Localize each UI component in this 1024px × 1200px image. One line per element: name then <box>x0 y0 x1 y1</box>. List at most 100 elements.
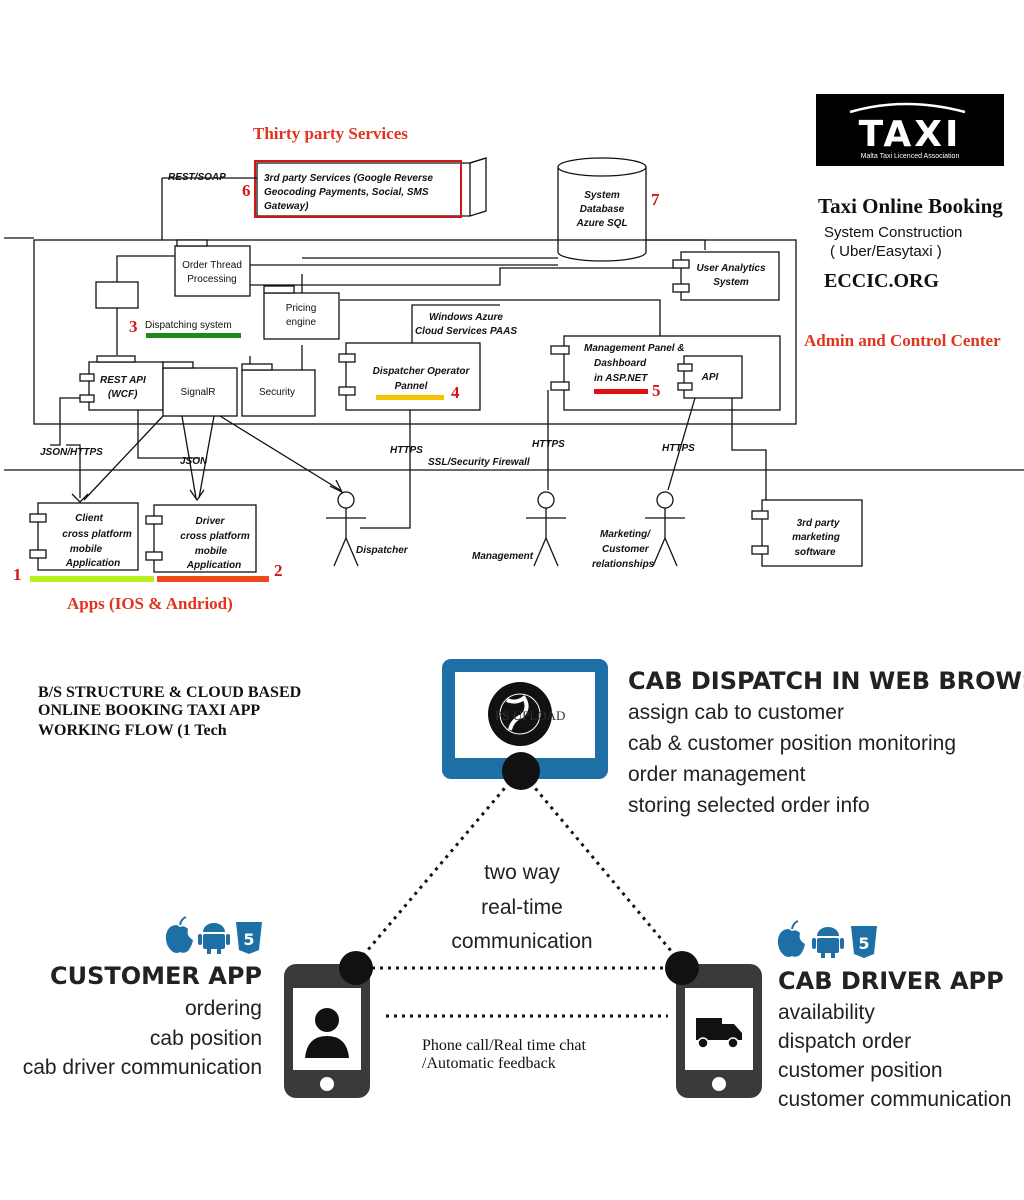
driver-line: Application <box>186 560 241 571</box>
user-analytics-box: User Analytics System <box>672 251 780 301</box>
apple-icon <box>777 920 805 957</box>
client-app-box: Client cross platform mobile Application <box>29 502 139 571</box>
dispatcher-actor-label: Dispatcher <box>356 545 409 556</box>
management-line: Management Panel & <box>584 343 685 354</box>
marketing-sw-line: software <box>794 547 836 558</box>
db-line: System <box>584 190 620 201</box>
center-line: two way <box>484 861 560 884</box>
driver-line: Driver <box>196 516 226 527</box>
driver-phone-icon <box>665 951 762 1098</box>
rest-api-line: (WCF) <box>108 389 138 400</box>
driver-app-box: Driver cross platform mobile Application <box>145 504 257 573</box>
num-3: 3 <box>129 317 138 336</box>
third-party-box: 3rd party Services (Google Reverse Geoco… <box>254 157 487 218</box>
api-label: API <box>701 372 719 383</box>
client-underline <box>30 576 154 582</box>
num-5: 5 <box>652 381 661 400</box>
third-party-title: Thirty party Services <box>253 124 408 143</box>
marketing-actor-label: Marketing/ <box>600 529 651 540</box>
client-line: Client <box>75 513 103 524</box>
num-1: 1 <box>13 565 22 584</box>
third-party-line: Gateway) <box>264 201 309 212</box>
signalr-box: SignalR <box>162 361 238 417</box>
order-thread-line: Order Thread <box>182 260 242 271</box>
header-site: ECCIC.ORG <box>824 270 939 292</box>
management-underline <box>594 389 648 394</box>
apps-title: Apps (IOS & Andriod) <box>67 594 233 613</box>
web-item: cab & customer position monitoring <box>628 732 956 755</box>
web-item: assign cab to customer <box>628 701 844 724</box>
taxi-logo: TAXI Malta Taxi Licenced Association <box>816 94 1004 166</box>
bs-title-line: ONLINE BOOKING TAXI APP <box>38 702 260 719</box>
header-line2: ( Uber/Easytaxi ) <box>830 243 942 260</box>
system-frame <box>33 239 797 425</box>
header-line1: System Construction <box>824 224 962 241</box>
db-line: Database <box>580 204 625 215</box>
marketing-software-box: 3rd party marketing software <box>751 499 863 567</box>
browser-monitor-icon: PS UPLOAD <box>442 659 608 790</box>
html5-icon: 5 <box>851 926 877 958</box>
api-box <box>683 355 743 399</box>
management-actor-label: Management <box>472 551 534 562</box>
android-icon <box>198 923 230 954</box>
https-label: HTTPS <box>532 439 565 450</box>
logo-word: TAXI <box>859 114 962 155</box>
marketing-actor-label: relationships <box>592 559 655 570</box>
db-line: Azure SQL <box>575 218 627 229</box>
https-label: HTTPS <box>662 443 695 454</box>
dispatching-label: Dispatching system <box>145 320 232 331</box>
num-4: 4 <box>451 383 460 402</box>
svg-text:5: 5 <box>243 930 254 949</box>
driver-title: CAB DRIVER APP <box>778 967 1004 995</box>
num-2: 2 <box>274 561 283 580</box>
dispatcher-underline <box>376 395 444 400</box>
android-icon <box>812 927 844 958</box>
customer-item: ordering <box>185 997 262 1020</box>
rest-api-line: REST API <box>100 375 146 386</box>
rest-api-box: REST API (WCF) <box>79 355 164 411</box>
management-line: in ASP.NET <box>594 373 648 384</box>
dispatcher-panel-box: Dispatcher Operator Pannel <box>338 342 481 411</box>
component-box <box>95 281 139 309</box>
dispatching-underline <box>146 333 241 338</box>
driver-item: customer communication <box>778 1088 1011 1111</box>
client-line: cross platform <box>62 529 132 540</box>
signalr-label: SignalR <box>180 387 215 398</box>
driver-item: dispatch order <box>778 1030 911 1053</box>
svg-text:5: 5 <box>858 934 869 953</box>
json-https-label: JSON/HTTPS <box>40 447 103 458</box>
customer-item: cab driver communication <box>23 1056 262 1079</box>
order-thread-box: Order Thread Processing <box>174 239 251 297</box>
driver-underline <box>157 576 269 582</box>
pricing-line: engine <box>286 317 316 328</box>
driver-item: availability <box>778 1001 875 1024</box>
marketing-sw-line: marketing <box>792 532 840 543</box>
dispatcher-actor-icon <box>326 491 366 567</box>
dispatcher-panel-line: Pannel <box>395 381 428 392</box>
web-item: storing selected order info <box>628 794 870 817</box>
center-line: real-time <box>481 896 563 919</box>
marketing-sw-line: 3rd party <box>797 518 840 529</box>
third-party-line: Geocoding Payments, Social, SMS <box>264 187 429 198</box>
web-item: order management <box>628 763 806 786</box>
customer-title: CUSTOMER APP <box>50 962 262 990</box>
management-actor-icon <box>526 491 566 567</box>
bs-title-line: WORKING FLOW (1 Tech <box>38 722 227 739</box>
admin-title: Admin and Control Center <box>804 331 1001 350</box>
phone-call-line-1: Phone call/Real time chat <box>422 1037 587 1054</box>
phone-call-line-2: /Automatic feedback <box>422 1055 556 1072</box>
management-panel-box: Management Panel & Dashboard in ASP.NET … <box>550 335 781 411</box>
client-line: Application <box>65 558 120 569</box>
driver-item: customer position <box>778 1059 943 1082</box>
json-label: JSON <box>180 456 208 467</box>
html5-icon: 5 <box>236 922 262 954</box>
management-line: Dashboard <box>594 358 647 369</box>
customer-item: cab position <box>150 1027 262 1050</box>
security-label: Security <box>259 387 295 398</box>
pricing-line: Pricing <box>286 303 317 314</box>
header-title: Taxi Online Booking <box>818 194 1003 218</box>
ssl-label: SSL/Security Firewall <box>428 457 530 468</box>
third-party-line: 3rd party Services (Google Reverse <box>264 173 433 184</box>
monitor-watermark: PS UPLOAD <box>495 708 565 723</box>
